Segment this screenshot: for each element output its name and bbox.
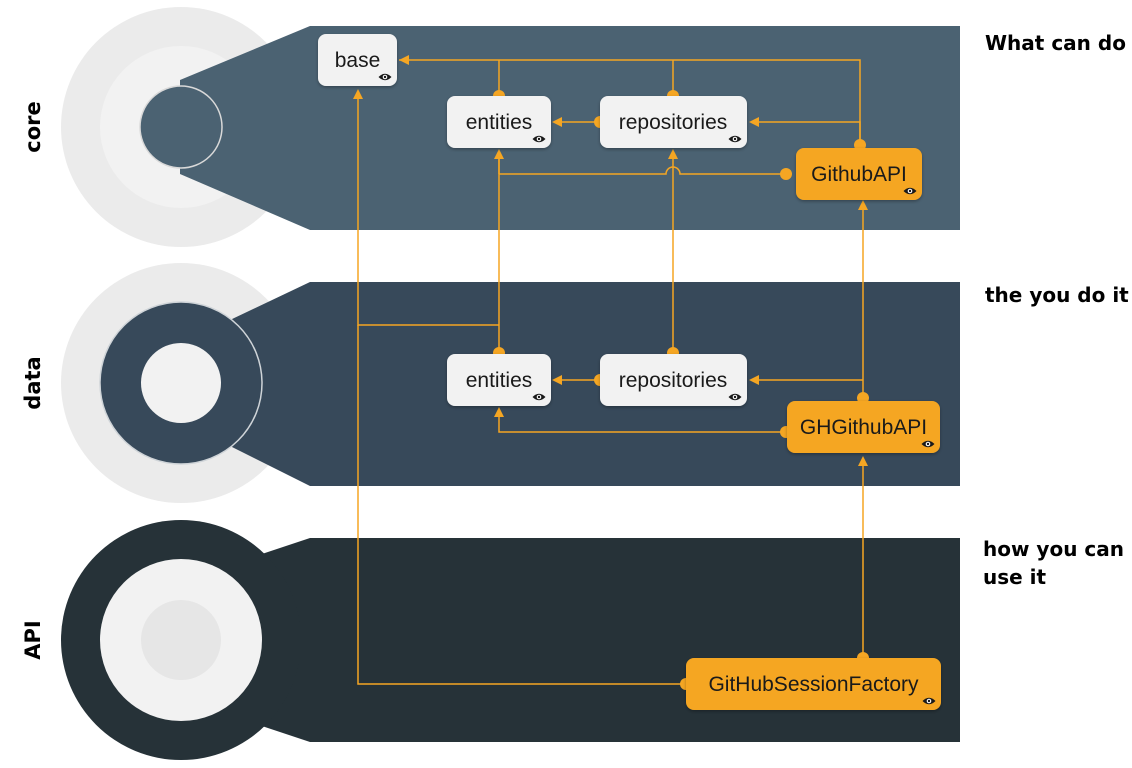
node-core-githubapi[interactable]: GithubAPI [796, 148, 922, 200]
node-label: base [335, 49, 381, 72]
node-label: GitHubSessionFactory [708, 673, 919, 696]
connectors [353, 55, 869, 690]
api-layer-label: API [21, 620, 45, 659]
nodes: base entities repositories GithubAPI ent… [318, 34, 941, 710]
arrowhead [749, 375, 759, 385]
arrowhead [858, 456, 868, 466]
node-api-githubsessionfactory[interactable]: GitHubSessionFactory [686, 658, 941, 710]
api-description-line-1: how you can [983, 537, 1124, 561]
data-band [230, 282, 960, 486]
edge-sessionfactory-to-core-base [357, 325, 686, 685]
data-ring-inner [141, 343, 221, 423]
node-label: GHGithubAPI [800, 416, 927, 439]
arrowhead [494, 149, 504, 159]
arrowhead [749, 117, 759, 127]
node-core-base[interactable]: base [318, 34, 397, 86]
core-layer-label: core [21, 101, 45, 152]
edge-githubapi-to-core-repositories [759, 121, 861, 145]
arrowhead [858, 200, 868, 210]
svg-text:how you can use it: how you can use it [983, 537, 1131, 589]
arrowhead [353, 89, 363, 99]
api-band [250, 538, 960, 742]
layer-api: API how you can use it [21, 520, 1131, 760]
arrowhead [552, 117, 562, 127]
svg-text:the you do it: the you do it [985, 283, 1129, 307]
arrowhead [494, 407, 504, 417]
api-ring-inner [141, 600, 221, 680]
arrowhead [399, 55, 409, 65]
connector-dot [780, 168, 792, 180]
node-core-repositories[interactable]: repositories [600, 96, 747, 148]
node-data-ghgithubapi[interactable]: GHGithubAPI [787, 401, 940, 453]
node-data-repositories[interactable]: repositories [600, 354, 747, 406]
core-ring-inner [139, 85, 223, 169]
node-data-entities[interactable]: entities [447, 354, 551, 406]
edge-ghgithubapi-to-data-entities [498, 417, 786, 433]
node-label: repositories [619, 369, 728, 392]
arrowhead [668, 149, 678, 159]
node-label: GithubAPI [811, 163, 907, 186]
layer-data: data the you do it [21, 263, 1129, 503]
svg-text:What can do: What can do [985, 31, 1126, 55]
node-label: repositories [619, 111, 728, 134]
arrowhead [552, 375, 562, 385]
layer-core: core What can do [21, 7, 1126, 247]
node-label: entities [466, 369, 533, 392]
data-layer-label: data [21, 356, 45, 409]
node-label: entities [466, 111, 533, 134]
core-description: What can do [985, 31, 1126, 55]
api-description-line-2: use it [983, 565, 1047, 589]
data-description: the you do it [985, 283, 1129, 307]
node-core-entities[interactable]: entities [447, 96, 551, 148]
